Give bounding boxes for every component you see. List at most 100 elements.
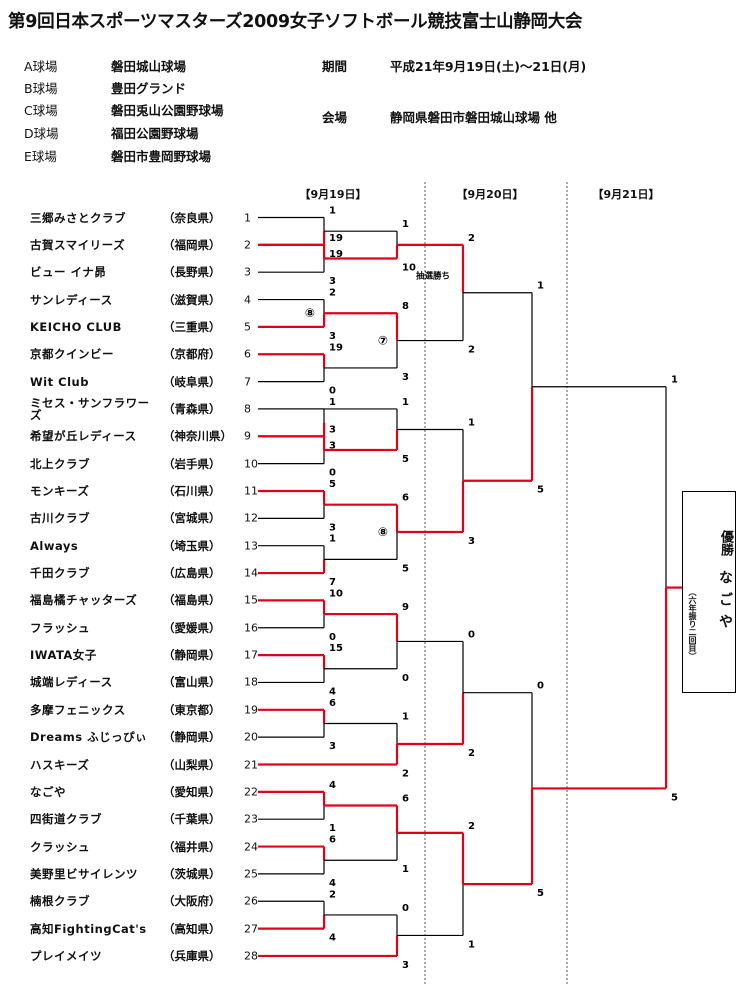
team-prefecture: （山梨県） (163, 757, 221, 772)
team-name: 千田クラブ (30, 566, 90, 581)
page-title: 第9回日本スポーツマスターズ2009女子ソフトボール競技富士山静岡大会 (8, 12, 583, 32)
team-prefecture: （福島県） (163, 593, 221, 608)
period-label: 期間 (322, 59, 348, 74)
team-name: 城端レディース (30, 675, 113, 690)
team-number: 2 (244, 238, 251, 252)
venue-code-d: D球場 (24, 126, 59, 141)
team-prefecture: （大阪府） (163, 894, 221, 909)
score-label: 4 (329, 878, 336, 889)
score-label: 0 (537, 681, 544, 692)
team-number: 27 (244, 922, 258, 936)
team-name: ミセス・サンフラワーズ (30, 395, 150, 422)
team-prefecture: （岩手県） (163, 456, 221, 471)
team-name: 四街道クラブ (30, 812, 102, 827)
team-prefecture: （神奈川県） (163, 429, 232, 444)
team-name: ビュー イナ昴 (30, 265, 107, 280)
match-number-mark: ⑦ (378, 334, 388, 348)
venue-name-e: 磐田市豊岡野球場 (111, 149, 212, 164)
score-label: 3 (329, 440, 336, 451)
score-label: 6 (329, 835, 336, 846)
team-prefecture: （高知県） (163, 921, 221, 936)
match-number-mark: ⑧ (378, 525, 388, 539)
team-prefecture: （長野県） (163, 265, 221, 280)
score-label: 3 (329, 276, 336, 287)
team-number: 18 (244, 675, 258, 689)
score-label: 1 (402, 219, 409, 230)
team-name: クラッシュ (30, 839, 90, 854)
team-name: フラッシュ (30, 620, 90, 635)
score-label: 5 (402, 454, 409, 465)
score-label: 9 (402, 602, 409, 613)
score-label: 1 (537, 281, 544, 292)
score-label: 2 (402, 769, 409, 780)
venue-code-e: E球場 (24, 149, 57, 164)
team-prefecture: （石川県） (163, 484, 221, 498)
team-number: 16 (244, 621, 258, 635)
team-name: 高知FightingCat's (30, 921, 147, 936)
team-name: 楠根クラブ (30, 894, 90, 909)
team-prefecture: （静岡県） (163, 648, 221, 663)
score-label: 0 (402, 673, 409, 684)
team-number: 7 (244, 375, 251, 389)
team-prefecture: （滋賀県） (163, 292, 221, 307)
score-label: 5 (402, 563, 409, 574)
team-name: KEICHO CLUB (30, 319, 122, 334)
team-number: 22 (244, 785, 258, 799)
team-name: モンキーズ (30, 484, 90, 498)
team-number: 4 (244, 293, 251, 307)
score-label: 1 (468, 939, 475, 950)
score-label: 5 (537, 485, 544, 496)
score-label: 5 (537, 888, 544, 899)
team-prefecture: （愛媛県） (163, 620, 221, 635)
day-header-1: 【9月19日】 (299, 188, 367, 201)
team-name: サンレディース (30, 292, 113, 307)
team-name: なごや (30, 784, 66, 799)
site-label: 会場 (322, 110, 348, 125)
team-prefecture: （東京都） (163, 702, 221, 717)
team-number: 10 (244, 457, 258, 471)
score-label: 2 (468, 748, 475, 759)
period-value: 平成21年9月19日(土)～21日(月) (390, 59, 587, 74)
team-prefecture: （京都府） (163, 347, 221, 362)
team-name: 美野里ビサイレンツ (30, 866, 138, 881)
score-label: 2 (329, 889, 336, 900)
score-label: 5 (671, 792, 678, 803)
score-label: 0 (402, 903, 409, 914)
score-label: 0 (468, 629, 475, 640)
score-label: 6 (402, 493, 409, 504)
score-label: 3 (329, 424, 336, 435)
score-label: 3 (329, 741, 336, 752)
score-label: 1 (329, 206, 336, 217)
venue-name-b: 豊田グランド (111, 81, 187, 96)
team-name: 多摩フェニックス (30, 702, 126, 717)
score-label: 0 (329, 632, 336, 643)
team-prefecture: （広島県） (163, 566, 221, 581)
score-label: 10 (402, 263, 416, 274)
score-label: 5 (329, 479, 336, 490)
venue-name-a: 磐田城山球場 (111, 59, 187, 74)
team-number: 17 (244, 648, 258, 662)
score-label: 3 (402, 372, 409, 383)
day-header-3: 【9月21日】 (592, 188, 660, 201)
score-label: 7 (329, 577, 336, 588)
team-number: 13 (244, 539, 258, 553)
score-label: 4 (329, 780, 336, 791)
venue-name-d: 福田公園野球場 (111, 126, 199, 141)
team-prefecture: （千葉県） (163, 812, 221, 827)
score-label: 8 (402, 301, 409, 312)
team-name: プレイメイツ (30, 948, 102, 963)
team-prefecture: （青森県） (163, 401, 221, 416)
team-prefecture: （奈良県） (163, 210, 221, 225)
team-number: 12 (244, 511, 258, 525)
score-label: 19 (329, 249, 343, 260)
score-label: 4 (329, 933, 336, 944)
team-prefecture: （茨城県） (163, 866, 221, 881)
team-name: IWATA女子 (30, 648, 97, 663)
team-number: 23 (244, 812, 258, 826)
team-number: 6 (244, 347, 251, 361)
team-prefecture: （三重県） (163, 319, 221, 334)
match-note: 抽選勝ち (416, 271, 450, 282)
score-label: 2 (468, 821, 475, 832)
team-number: 5 (244, 320, 251, 334)
score-label: 2 (329, 288, 336, 299)
